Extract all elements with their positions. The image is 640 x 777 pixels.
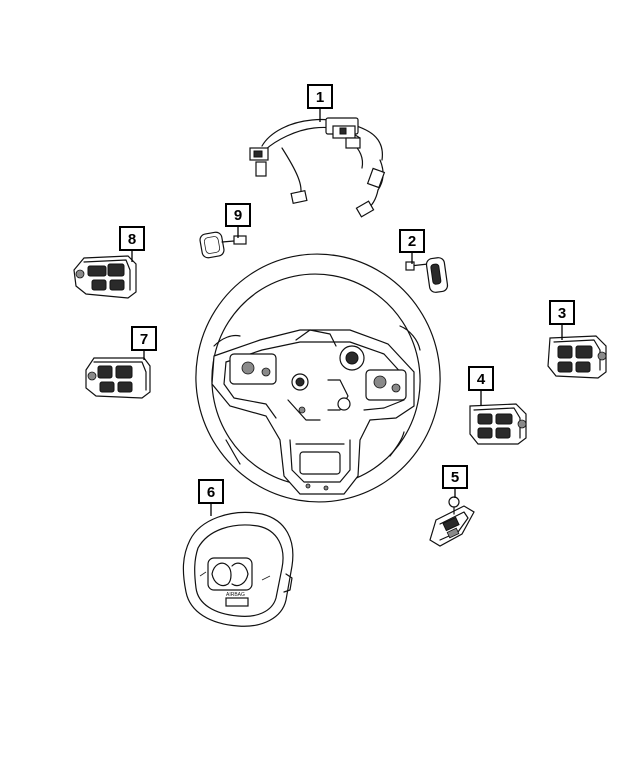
callout-2: 2 [399, 229, 425, 253]
steering-wheel [195, 253, 441, 503]
part-6-airbag: AIRBAG [182, 511, 294, 627]
part-2-switch [405, 257, 449, 293]
leader-lines [131, 108, 563, 516]
part-1-wiring-harness [249, 117, 386, 218]
part-3-switch-assembly [547, 335, 607, 379]
callout-label-6: 6 [207, 484, 215, 501]
callout-label-7: 7 [140, 331, 148, 348]
callout-label-4: 4 [477, 371, 486, 388]
callout-label-2: 2 [408, 233, 416, 250]
callout-label-9: 9 [234, 207, 242, 224]
callout-9: 9 [225, 203, 251, 227]
callout-5: 5 [442, 465, 468, 489]
callout-7: 7 [131, 326, 157, 351]
callout-label-1: 1 [316, 89, 324, 106]
part-9-switch [199, 231, 247, 259]
part-5-paddle-switch [429, 496, 475, 547]
callout-4: 4 [468, 366, 494, 391]
part-8-switch-assembly [73, 255, 137, 299]
svg-text:AIRBAG: AIRBAG [226, 592, 245, 598]
part-4-switch-assembly [469, 403, 527, 445]
callout-label-5: 5 [451, 469, 459, 486]
callout-label-3: 3 [558, 305, 566, 322]
callout-label-8: 8 [128, 231, 136, 248]
part-7-switch-assembly [85, 357, 151, 399]
callout-6: 6 [198, 479, 224, 504]
callout-8: 8 [119, 226, 145, 251]
callout-1: 1 [307, 84, 333, 109]
callout-3: 3 [549, 300, 575, 325]
